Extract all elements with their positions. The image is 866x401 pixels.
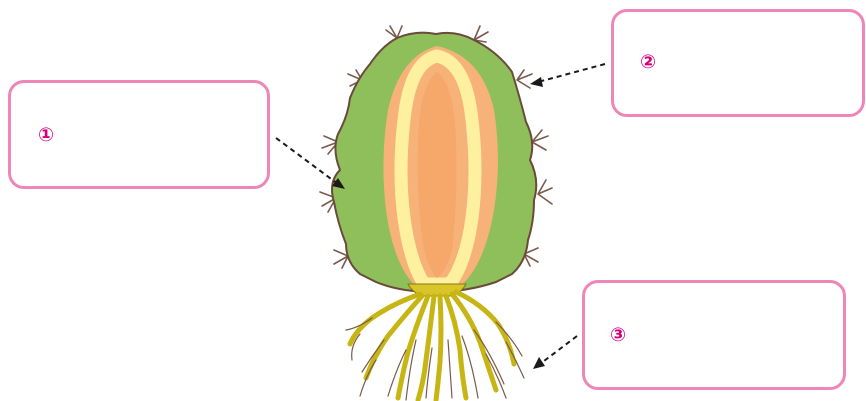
label-box-2[interactable]: ②: [611, 9, 865, 117]
label-marker-1: ①: [38, 126, 54, 145]
roots: [350, 292, 514, 400]
label-marker-3: ③: [610, 326, 626, 345]
arrow-2-head: [530, 77, 543, 87]
label-marker-2: ②: [640, 53, 656, 72]
arrow-3-line: [540, 336, 577, 364]
arrow-2-line: [538, 64, 605, 82]
arrow-3-head: [533, 357, 545, 369]
label-box-3[interactable]: ③: [582, 280, 846, 390]
label-box-1[interactable]: ①: [8, 80, 270, 189]
